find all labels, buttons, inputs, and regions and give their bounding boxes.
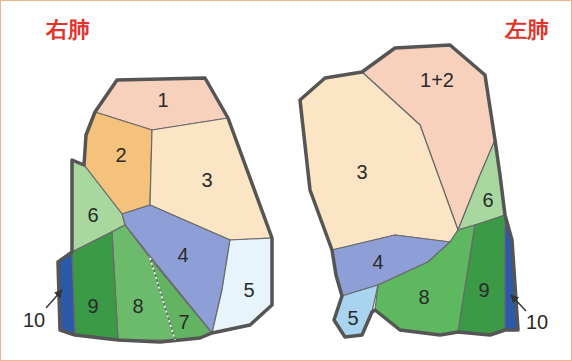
segment-shape	[458, 140, 505, 230]
lung-segment: 8	[112, 225, 175, 340]
segment-fill	[505, 215, 518, 330]
lung-segment: 10	[505, 215, 518, 330]
segment-number: 6	[87, 205, 98, 225]
segment-fill	[334, 285, 378, 337]
segment-number: 10	[526, 312, 548, 332]
segment-number: 10	[23, 310, 45, 330]
segment-shape	[212, 238, 272, 333]
lung-segment: 6	[458, 140, 505, 230]
dotted-boundary	[150, 258, 175, 340]
lung-segment: 3	[300, 72, 458, 250]
segment-shape	[112, 225, 175, 340]
lung-segment: 5	[334, 285, 378, 337]
right-lung-outline	[58, 78, 272, 342]
segment-number: 1	[157, 90, 168, 110]
segment-number: 2	[115, 145, 126, 165]
lung-segment: 9	[458, 215, 505, 335]
segment-number: 9	[478, 280, 489, 300]
lung-segment: 10	[58, 252, 75, 335]
segment-fill	[112, 225, 175, 340]
segment-shape	[72, 232, 118, 340]
segment-number: 1+2	[420, 70, 454, 90]
segment-shape	[458, 215, 505, 335]
left-lung-outline	[300, 45, 518, 337]
lung-segment: 5	[212, 238, 272, 333]
segment-number: 6	[482, 190, 493, 210]
segment-shape	[58, 252, 75, 335]
segment-number: 3	[201, 170, 212, 190]
segment-number: 3	[356, 162, 367, 182]
label-holder: 左肺	[505, 19, 549, 41]
segment-number: 7	[178, 312, 189, 332]
segment-number: 5	[347, 308, 358, 328]
label-holder: 右肺	[46, 19, 90, 41]
segment-fill	[58, 252, 75, 335]
segment-shape	[300, 72, 458, 250]
segment-fill	[300, 72, 458, 250]
lung-segment: 9	[72, 232, 118, 340]
segment-number: 8	[132, 296, 143, 316]
segment-fill	[212, 238, 272, 333]
segment-number: 5	[243, 280, 254, 300]
segment-fill	[458, 215, 505, 335]
lung-title: 左肺	[505, 19, 549, 41]
lung-title: 右肺	[46, 19, 90, 41]
segment-fill	[72, 232, 118, 340]
leader-arrow	[46, 290, 62, 308]
segment-shape	[505, 215, 518, 330]
segment-number: 9	[87, 296, 98, 316]
segment-fill	[458, 140, 505, 230]
segment-number: 4	[177, 245, 188, 265]
leader-arrow	[511, 295, 526, 311]
segment-number: 4	[372, 252, 383, 272]
segment-number: 8	[418, 287, 429, 307]
